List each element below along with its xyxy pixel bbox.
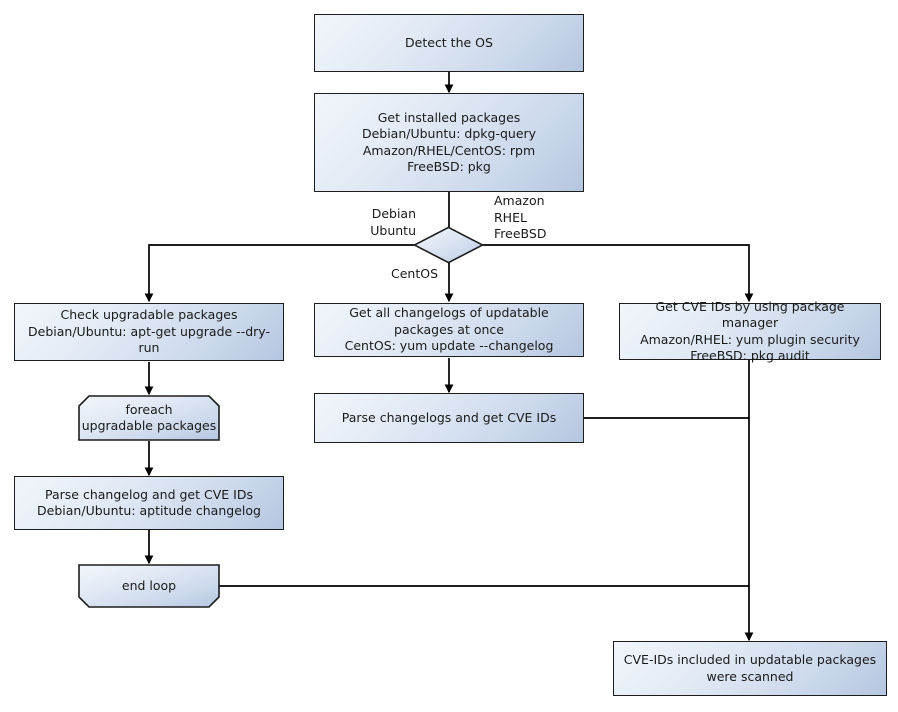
edge-decision-amazon xyxy=(482,244,754,303)
node-os-decision[interactable] xyxy=(412,226,485,264)
node-get-all-changelogs[interactable]: Get all changelogs of updatable packages… xyxy=(314,303,584,357)
node-foreach-upgradable-packages[interactable]: foreach upgradable packages xyxy=(78,395,220,441)
node-check-upgradable-packages-label: Check upgradable packages Debian/Ubuntu:… xyxy=(28,307,270,356)
node-parse-changelog[interactable]: Parse changelog and get CVE IDs Debian/U… xyxy=(14,476,284,530)
node-get-installed-packages[interactable]: Get installed packages Debian/Ubuntu: dp… xyxy=(314,93,584,192)
loop-end-shape xyxy=(78,564,220,608)
node-parse-changelogs-label: Parse changelogs and get CVE IDs xyxy=(341,409,557,425)
edge-label-amazon-rhel-freebsd: Amazon RHEL FreeBSD xyxy=(494,193,547,241)
loop-start-shape xyxy=(78,395,220,441)
node-cve-ids-scanned[interactable]: CVE-IDs included in updatable packages w… xyxy=(613,641,887,696)
diamond-shape xyxy=(412,226,485,264)
node-end-loop-label: end loop xyxy=(121,577,177,593)
node-end-loop[interactable]: end loop xyxy=(78,564,220,608)
node-detect-os[interactable]: Detect the OS xyxy=(314,14,584,72)
node-parse-changelog-label: Parse changelog and get CVE IDs Debian/U… xyxy=(37,486,261,519)
node-get-installed-packages-label: Get installed packages Debian/Ubuntu: dp… xyxy=(361,109,537,175)
node-check-upgradable-packages[interactable]: Check upgradable packages Debian/Ubuntu:… xyxy=(14,303,284,361)
node-detect-os-label: Detect the OS xyxy=(405,34,493,50)
node-get-cve-ids-package-manager[interactable]: Get CVE IDs by using package manager Ama… xyxy=(619,299,881,363)
node-cve-ids-scanned-label: CVE-IDs included in updatable packages w… xyxy=(623,652,877,684)
node-foreach-upgradable-packages-label: foreach upgradable packages xyxy=(81,401,217,434)
node-get-all-changelogs-label: Get all changelogs of updatable packages… xyxy=(344,305,554,354)
edge-label-debian-ubuntu: Debian Ubuntu xyxy=(370,206,416,238)
node-parse-changelogs[interactable]: Parse changelogs and get CVE IDs xyxy=(314,393,584,443)
node-get-cve-ids-package-manager-label: Get CVE IDs by using package manager Ama… xyxy=(640,298,860,364)
edge-label-centos: CentOS xyxy=(390,266,438,281)
